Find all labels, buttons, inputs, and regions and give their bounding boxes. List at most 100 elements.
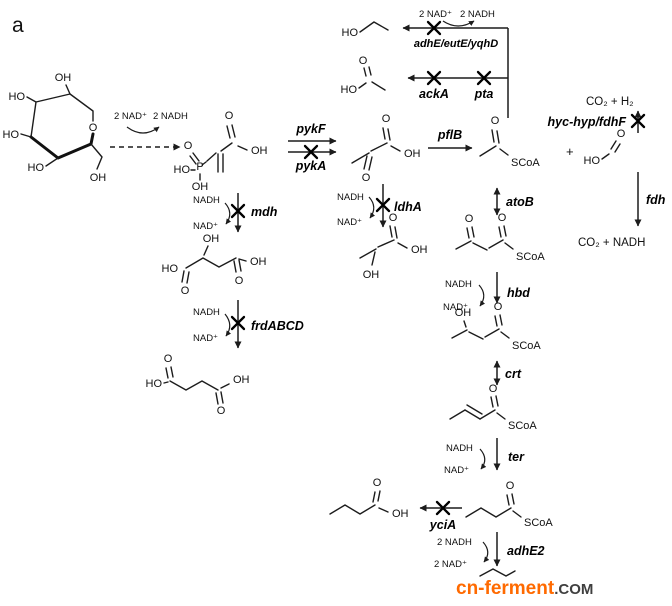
reaction-mdh: NADH NAD⁺ mdh (193, 193, 278, 233)
atom-o: O (491, 115, 500, 127)
atom-ho: HO (584, 155, 601, 167)
reaction-ackA-pta: ackA pta (407, 70, 508, 101)
cofactor-nad: NAD⁺ (193, 221, 218, 232)
molecule-malate: OH HO O OH O (162, 233, 267, 297)
reaction-yciA: yciA (419, 500, 462, 532)
atom-oh: OH (203, 233, 220, 245)
atom-oh: OH (233, 374, 250, 386)
molecule-crotonyl-coa: O SCoA (449, 383, 537, 432)
cofactor-arc (224, 313, 232, 337)
atom-oh: OH (455, 307, 472, 319)
cofactor-arc (478, 284, 486, 307)
molecule-acetyl-coa: O SCoA (479, 115, 540, 169)
atom-ho: HO (162, 263, 179, 275)
reaction-pflB: pflB (428, 128, 473, 152)
atom-ho: HO (9, 91, 26, 103)
enzyme-fdh: fdh (646, 193, 666, 207)
atom-oh: OH (192, 181, 209, 193)
cofactor-nad: NAD⁺ (443, 302, 468, 313)
atom-o: O (498, 212, 507, 224)
atom-oh: OH (392, 508, 409, 520)
cofactor-2nad: 2 NAD⁺ (419, 9, 452, 20)
atom-ho: HO (342, 27, 359, 39)
atom-o: O (181, 285, 190, 297)
enzyme-hyc-hyp-fdhF: hyc-hyp/fdhF (548, 115, 627, 129)
cofactor-arc (442, 20, 475, 27)
enzyme-mdh: mdh (251, 205, 278, 219)
atom-ho: HO (28, 162, 45, 174)
enzyme-ackA: ackA (419, 87, 449, 101)
watermark-brand: cn-ferment (456, 578, 555, 599)
reaction-frdABCD: NADH NAD⁺ frdABCD (193, 300, 304, 349)
atom-scoa: SCoA (524, 517, 553, 529)
enzyme-pykA: pykA (295, 159, 327, 173)
reaction-adhE2: 2 NADH 2 NAD⁺ adhE2 (434, 532, 545, 570)
atom-o: O (465, 213, 474, 225)
cofactor-nadh: NADH (193, 307, 220, 318)
cofactor-nadh: NADH (337, 192, 364, 203)
panel-label: a (12, 14, 24, 37)
atom-scoa: SCoA (516, 251, 545, 263)
watermark-suffix: .COM (554, 581, 593, 598)
knockout-x-mdh (230, 203, 246, 219)
knockout-x-yciA (435, 500, 451, 516)
cofactor-nadh: NADH (446, 443, 473, 454)
molecule-3-hydroxybutyryl-coa: OH O SCoA (451, 301, 541, 352)
atom-o: O (489, 383, 498, 395)
reaction-adhE-eutE-yqhD: 2 NAD⁺ 2 NADH adhE/eutE/yqhD (402, 9, 508, 50)
atom-o: O (389, 212, 398, 224)
glucose-ring-top (30, 93, 94, 138)
watermark: cn-ferment.COM (456, 578, 593, 599)
enzyme-atoB: atoB (506, 195, 534, 209)
cofactor-nadh: NADH (193, 195, 220, 206)
cofactor-nad: NAD⁺ (444, 465, 469, 476)
atom-o: O (89, 122, 98, 134)
atom-scoa: SCoA (512, 340, 541, 352)
glucose-ring-bottom (29, 132, 95, 160)
atom-oh: OH (55, 72, 72, 84)
molecule-butyrate: O OH (329, 477, 409, 520)
reaction-glycolysis: 2 NAD⁺ 2 NADH (110, 111, 188, 151)
atom-oh: OH (251, 145, 268, 157)
enzyme-frdABCD: frdABCD (251, 319, 304, 333)
cofactor-arc (479, 448, 487, 470)
knockout-x-pta (476, 70, 492, 86)
knockout-x-frdABCD (230, 315, 246, 331)
molecule-ethanol: HO (342, 21, 389, 39)
enzyme-crt: crt (505, 367, 522, 381)
atom-o: O (617, 128, 626, 140)
reaction-ter: NADH NAD⁺ ter (444, 438, 525, 476)
atom-o: O (359, 55, 368, 67)
product-co2-h2: CO₂ + H₂ (586, 96, 634, 108)
enzyme-pta: pta (474, 87, 494, 101)
atom-o: O (235, 275, 244, 287)
knockout-x-ldhA (375, 197, 391, 213)
atom-oh: OH (90, 172, 107, 184)
molecule-glucose: O OH HO HO HO OH (3, 72, 107, 184)
molecule-butyryl-coa: O SCoA (465, 480, 553, 529)
cofactor-arc (224, 202, 232, 225)
atom-o: O (184, 140, 193, 152)
atom-scoa: SCoA (511, 157, 540, 169)
enzyme-pykF: pykF (295, 122, 326, 136)
cofactor-2nad: 2 NAD⁺ (434, 559, 467, 570)
atom-o: O (506, 480, 515, 492)
atom-ho: HO (341, 84, 358, 96)
reaction-hyc-hyp-fdhF: CO₂ + H₂ hyc-hyp/fdhF (548, 96, 646, 133)
molecule-acetate: O HO (341, 55, 386, 96)
atom-oh: OH (411, 244, 428, 256)
reaction-hbd: NADH NAD⁺ hbd (443, 272, 530, 313)
atom-o: O (225, 110, 234, 122)
cofactor-nad: NAD⁺ (337, 217, 362, 228)
knockout-x-ackA (426, 70, 442, 86)
molecule-formate: O HO (584, 128, 626, 167)
atom-o: O (362, 172, 371, 184)
atom-o: O (494, 301, 503, 313)
molecule-lactate: OH O OH (359, 212, 428, 281)
atom-o: O (373, 477, 382, 489)
knockout-x-adhE (426, 20, 442, 36)
atom-ho: HO (3, 129, 20, 141)
reaction-pyk: pykF pykA (288, 122, 337, 173)
atom-oh: OH (250, 256, 267, 268)
